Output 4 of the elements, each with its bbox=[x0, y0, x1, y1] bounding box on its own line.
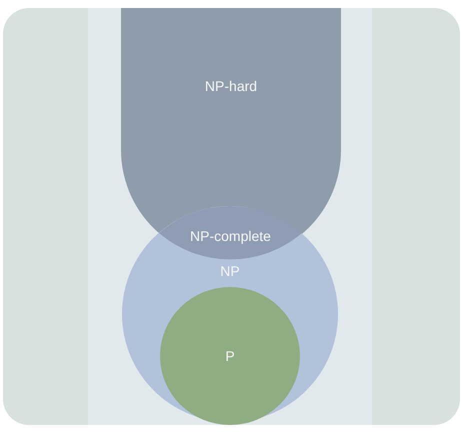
set-label: NP-hard bbox=[204, 78, 258, 94]
set-label: NP-complete bbox=[190, 228, 271, 244]
set-label: NP bbox=[220, 263, 240, 279]
set-label: P bbox=[225, 348, 235, 364]
